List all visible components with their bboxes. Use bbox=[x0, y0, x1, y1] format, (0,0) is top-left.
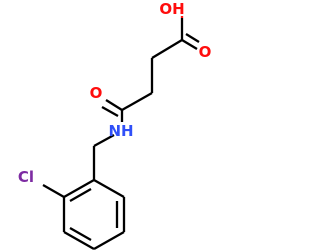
atom-label-nh: NH bbox=[108, 122, 133, 140]
ring-bond-1 bbox=[63, 178, 95, 199]
ring-bond-3 bbox=[63, 230, 95, 250]
atom-label-amide-o: O bbox=[90, 84, 103, 102]
ring-inner-double-2 bbox=[69, 227, 92, 241]
ring-bond-6 bbox=[93, 178, 125, 199]
bond-c-o-double-a bbox=[181, 39, 198, 50]
bond-ch2-amide-c bbox=[121, 91, 153, 112]
atom-label-oh: OH bbox=[159, 0, 184, 18]
bond-n-ch2 bbox=[93, 133, 115, 148]
ring-bond-4 bbox=[93, 230, 125, 250]
bond-ring-cl bbox=[42, 184, 65, 198]
chemical-structure-diagram: OH O O NH Cl bbox=[18, 0, 212, 250]
bond-acid-c-ch2 bbox=[151, 39, 183, 59]
bond-c-o-double-b bbox=[185, 33, 200, 43]
atom-label-cl: Cl bbox=[18, 168, 34, 186]
bond-amide-c-o-b bbox=[101, 105, 119, 118]
atom-label-carboxyl-o: O bbox=[199, 43, 212, 61]
ring-inner-double-1 bbox=[69, 188, 92, 202]
bond-amide-c-o-a bbox=[105, 99, 123, 111]
